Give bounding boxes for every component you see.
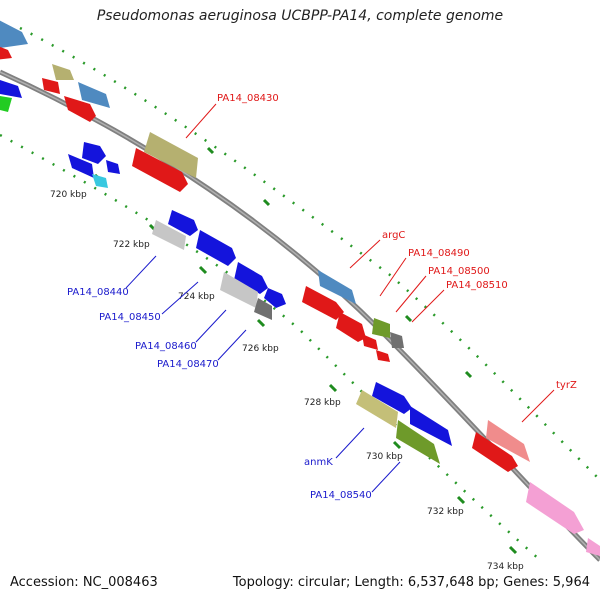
gene-label-08490[interactable]: PA14_08490 — [408, 248, 470, 259]
tick-label-720: 720 kbp — [50, 190, 87, 200]
gene-labels: PA14_08430 argC PA14_08490 PA14_08500 PA… — [67, 93, 577, 501]
gene-red-6 — [336, 312, 366, 342]
connector-08470 — [217, 329, 247, 361]
connector-anmK — [335, 427, 365, 459]
gene-salmon-1 — [486, 420, 530, 462]
gene-blue-10 — [410, 406, 452, 446]
connector-08510 — [411, 289, 445, 323]
connector-08430 — [185, 103, 217, 139]
gene-pink-2 — [586, 538, 600, 556]
tick-top-4 — [464, 370, 473, 379]
gene-green-1 — [0, 96, 12, 112]
gene-green-2 — [396, 420, 440, 464]
gene-red-9 — [472, 432, 518, 472]
gene-red-5 — [302, 286, 344, 320]
gene-blue-1 — [0, 80, 22, 98]
gene-olive-4 — [356, 390, 398, 428]
gene-blue-9 — [372, 382, 412, 414]
gene-darkgray-1 — [254, 298, 272, 320]
connector-08460 — [195, 309, 227, 343]
connector-tyrZ — [521, 389, 555, 423]
gene-blue-3 — [68, 154, 94, 178]
gene-blue-2 — [82, 142, 106, 164]
gene-red-7 — [362, 334, 378, 350]
tick-label-728: 728 kbp — [304, 398, 341, 408]
gene-olive-2 — [144, 132, 198, 178]
gene-label-argC[interactable]: argC — [382, 230, 405, 241]
gene-label-08500[interactable]: PA14_08500 — [428, 266, 490, 277]
tick-top-1 — [206, 146, 215, 155]
connector-08450 — [161, 281, 199, 315]
gene-label-tyrZ[interactable]: tyrZ — [556, 380, 577, 391]
gene-red-1 — [0, 46, 12, 60]
connector-08500 — [395, 275, 427, 313]
connector-08490 — [379, 257, 407, 297]
genome-stats-text: Topology: circular; Length: 6,537,648 bp… — [232, 575, 590, 590]
gene-steelblue-2 — [78, 82, 110, 108]
gene-blue-8 — [264, 288, 286, 308]
gene-blue-5 — [168, 210, 198, 236]
gene-blue-7 — [234, 262, 268, 294]
gene-red-2 — [42, 78, 60, 94]
gene-label-08460[interactable]: PA14_08460 — [135, 341, 197, 352]
gene-label-08430[interactable]: PA14_08430 — [217, 93, 279, 104]
gene-label-08450[interactable]: PA14_08450 — [99, 312, 161, 323]
tick-label-726: 726 kbp — [242, 344, 279, 354]
gene-pink-1 — [526, 482, 584, 534]
gene-red-8 — [376, 350, 390, 362]
gene-label-anmK[interactable]: anmK — [304, 457, 333, 468]
gene-red-3 — [64, 96, 96, 122]
gene-label-08510[interactable]: PA14_08510 — [446, 280, 508, 291]
connector-argC — [349, 239, 381, 269]
tick-label-724: 724 kbp — [178, 292, 215, 302]
tick-top-3 — [404, 314, 413, 323]
tick-724 — [198, 265, 208, 275]
tick-734 — [508, 545, 518, 555]
gene-label-08440[interactable]: PA14_08440 — [67, 287, 129, 298]
gene-red-4 — [132, 148, 188, 192]
tick-top-2 — [262, 198, 271, 207]
connector-08440 — [125, 255, 157, 289]
tick-728 — [328, 383, 338, 393]
gene-blue-6 — [196, 230, 236, 266]
gene-olive-1 — [52, 64, 74, 80]
gene-features — [0, 20, 600, 556]
gene-silver-1 — [152, 220, 186, 250]
connector-08540 — [371, 461, 401, 493]
tick-726 — [256, 318, 266, 328]
tick-732 — [456, 495, 466, 505]
tick-labels: 720 kbp 722 kbp 724 kbp 726 kbp 728 kbp … — [50, 190, 524, 572]
gene-label-08470[interactable]: PA14_08470 — [157, 359, 219, 370]
gene-blue-4 — [106, 160, 120, 174]
tick-label-732: 732 kbp — [427, 507, 464, 517]
label-connectors — [125, 103, 555, 493]
gene-darkgray-2 — [390, 332, 404, 348]
gene-steelblue-3 — [318, 270, 356, 304]
gene-olive-3 — [372, 318, 390, 338]
accession-text: Accession: NC_008463 — [10, 575, 158, 590]
tick-label-730: 730 kbp — [366, 452, 403, 462]
gene-cyan-1 — [92, 174, 108, 188]
tick-label-734: 734 kbp — [487, 562, 524, 572]
map-title: Pseudomonas aeruginosa UCBPP-PA14, compl… — [96, 8, 504, 24]
tick-label-722: 722 kbp — [113, 240, 150, 250]
gene-silver-2 — [220, 272, 258, 308]
gene-label-08540[interactable]: PA14_08540 — [310, 490, 372, 501]
gene-steelblue-1 — [0, 20, 28, 48]
outer-dotted-rail — [19, 26, 600, 481]
tick-730 — [392, 440, 402, 450]
